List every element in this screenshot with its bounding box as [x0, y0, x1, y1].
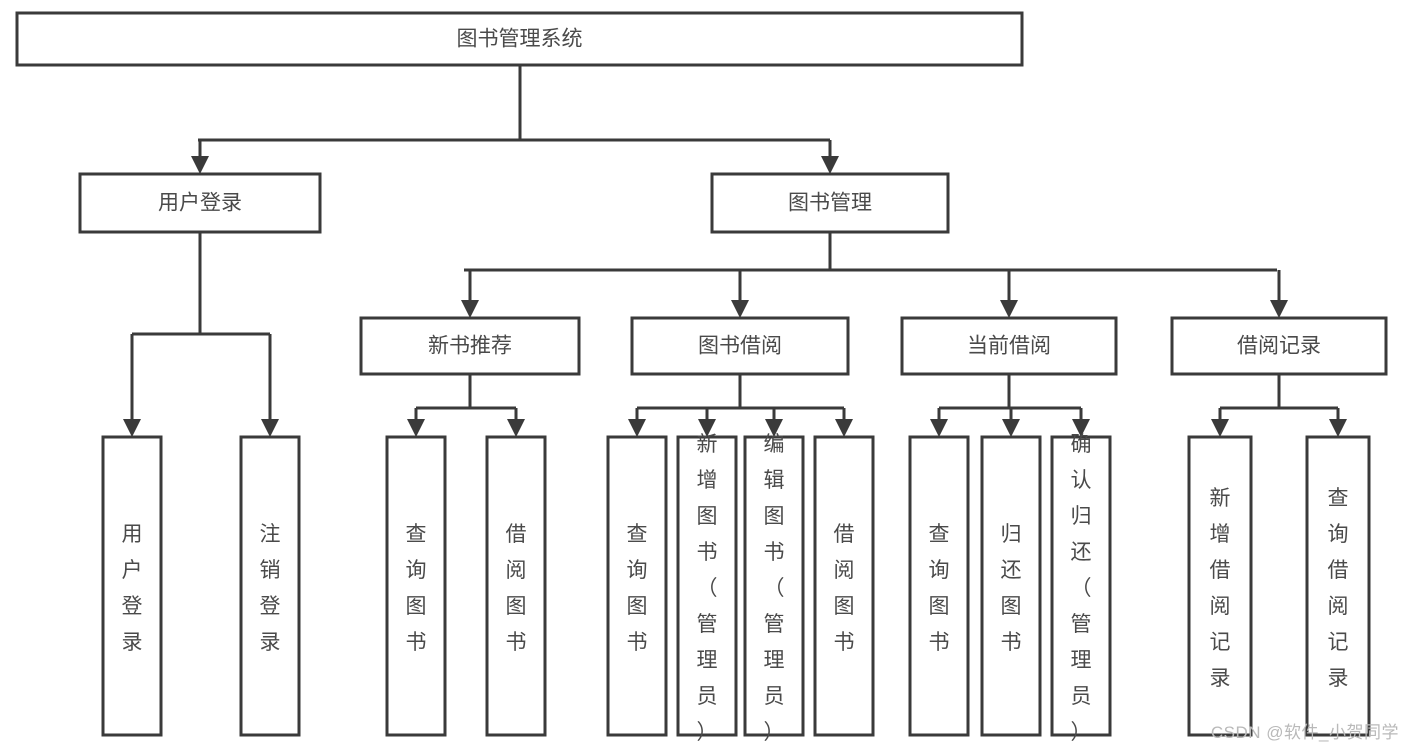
- node-box-current-borrowing: [900, 316, 1118, 376]
- node-user-login[interactable]: 用户登录: [78, 172, 322, 234]
- node-box-add-book-admin: [676, 435, 738, 737]
- node-label-query-book: 查询图书: [627, 523, 648, 654]
- connector-to-confirm-return-admin-arrowhead: [1072, 419, 1090, 437]
- node-box-new-book-recommendation: [359, 316, 581, 376]
- nodes-layer: 图书管理系统用户登录图书管理新书推荐图书借阅当前借阅借阅记录用户登录注销登录查询…: [15, 11, 1388, 744]
- node-query-book[interactable]: 查询图书: [908, 435, 970, 737]
- node-label-current-borrowing: 当前借阅: [967, 335, 1051, 358]
- node-label-query-book: 查询图书: [929, 523, 950, 654]
- node-borrowing-record[interactable]: 借阅记录: [1170, 316, 1388, 376]
- connector-to-borrow-book-arrowhead: [507, 419, 525, 437]
- node-label-query-borrow-record: 查询借阅记录: [1328, 487, 1349, 690]
- node-return-book[interactable]: 归还图书: [980, 435, 1042, 737]
- node-box-query-borrow-record: [1305, 435, 1371, 737]
- connector-to-return-book-arrowhead: [1002, 419, 1020, 437]
- node-add-borrow-record[interactable]: 新增借阅记录: [1187, 435, 1253, 737]
- connector-to-borrow-book-arrowhead: [835, 419, 853, 437]
- node-box-borrowing-record: [1170, 316, 1388, 376]
- node-logout[interactable]: 注销登录: [239, 435, 301, 737]
- node-user-login[interactable]: 用户登录: [101, 435, 163, 737]
- node-box-book-borrowing: [630, 316, 850, 376]
- node-label-book-borrowing: 图书借阅: [698, 335, 782, 358]
- node-edit-book-admin[interactable]: 编辑图书（管理员）: [743, 433, 805, 744]
- node-box-borrow-book: [485, 435, 547, 737]
- watermark-text: CSDN @软件_小贺同学: [1210, 723, 1399, 742]
- connector-to-new-book-recommendation-arrowhead: [461, 300, 479, 318]
- connector-to-query-book-arrowhead: [930, 419, 948, 437]
- connector-to-user-login-arrowhead: [191, 156, 209, 174]
- node-box-query-book: [385, 435, 447, 737]
- node-label-borrowing-record: 借阅记录: [1237, 335, 1321, 358]
- connector-to-current-borrowing-arrowhead: [1000, 300, 1018, 318]
- node-label-logout: 注销登录: [260, 523, 281, 654]
- node-label-borrow-book: 借阅图书: [506, 523, 527, 654]
- node-label-edit-book-admin: 编辑图书（管理员）: [764, 433, 785, 744]
- connector-to-query-borrow-record-arrowhead: [1329, 419, 1347, 437]
- node-box-add-borrow-record: [1187, 435, 1253, 737]
- connector-to-logout-arrowhead: [261, 419, 279, 437]
- node-label-user-login: 用户登录: [122, 523, 143, 654]
- node-book-management[interactable]: 图书管理: [710, 172, 950, 234]
- node-box-book-management: [710, 172, 950, 234]
- node-box-book-management-system: [15, 11, 1024, 67]
- node-box-query-book: [606, 435, 668, 737]
- node-query-book[interactable]: 查询图书: [606, 435, 668, 737]
- node-label-add-borrow-record: 新增借阅记录: [1210, 487, 1231, 690]
- connector-to-add-book-admin-arrowhead: [698, 419, 716, 437]
- connector-to-book-borrowing-arrowhead: [731, 300, 749, 318]
- connector-to-edit-book-admin-arrowhead: [765, 419, 783, 437]
- node-add-book-admin[interactable]: 新增图书（管理员）: [676, 433, 738, 744]
- connector-to-user-login-arrowhead: [123, 419, 141, 437]
- node-box-confirm-return-admin: [1050, 435, 1112, 737]
- node-label-query-book: 查询图书: [406, 523, 427, 654]
- node-label-borrow-book: 借阅图书: [834, 523, 855, 654]
- node-new-book-recommendation[interactable]: 新书推荐: [359, 316, 581, 376]
- node-label-book-management-system: 图书管理系统: [457, 28, 583, 51]
- node-label-user-login: 用户登录: [158, 192, 242, 215]
- connector-to-book-management-arrowhead: [821, 156, 839, 174]
- node-borrow-book[interactable]: 借阅图书: [813, 435, 875, 737]
- node-book-borrowing[interactable]: 图书借阅: [630, 316, 850, 376]
- connectors-layer: [123, 65, 1347, 437]
- node-box-edit-book-admin: [743, 435, 805, 737]
- connector-to-query-book-arrowhead: [407, 419, 425, 437]
- node-label-book-management: 图书管理: [788, 192, 872, 215]
- node-current-borrowing[interactable]: 当前借阅: [900, 316, 1118, 376]
- node-box-logout: [239, 435, 301, 737]
- connector-to-query-book-arrowhead: [628, 419, 646, 437]
- node-book-management-system[interactable]: 图书管理系统: [15, 11, 1024, 67]
- node-borrow-book[interactable]: 借阅图书: [485, 435, 547, 737]
- node-confirm-return-admin[interactable]: 确认归还（管理员）: [1050, 433, 1112, 744]
- node-box-return-book: [980, 435, 1042, 737]
- node-label-new-book-recommendation: 新书推荐: [428, 335, 512, 358]
- connector-to-add-borrow-record-arrowhead: [1211, 419, 1229, 437]
- node-label-confirm-return-admin: 确认归还（管理员）: [1071, 433, 1092, 744]
- node-query-borrow-record[interactable]: 查询借阅记录: [1305, 435, 1371, 737]
- node-query-book[interactable]: 查询图书: [385, 435, 447, 737]
- node-box-user-login: [101, 435, 163, 737]
- node-box-borrow-book: [813, 435, 875, 737]
- node-label-return-book: 归还图书: [1001, 523, 1022, 654]
- connector-to-borrowing-record-arrowhead: [1270, 300, 1288, 318]
- node-box-query-book: [908, 435, 970, 737]
- node-label-add-book-admin: 新增图书（管理员）: [697, 433, 718, 744]
- node-box-user-login: [78, 172, 322, 234]
